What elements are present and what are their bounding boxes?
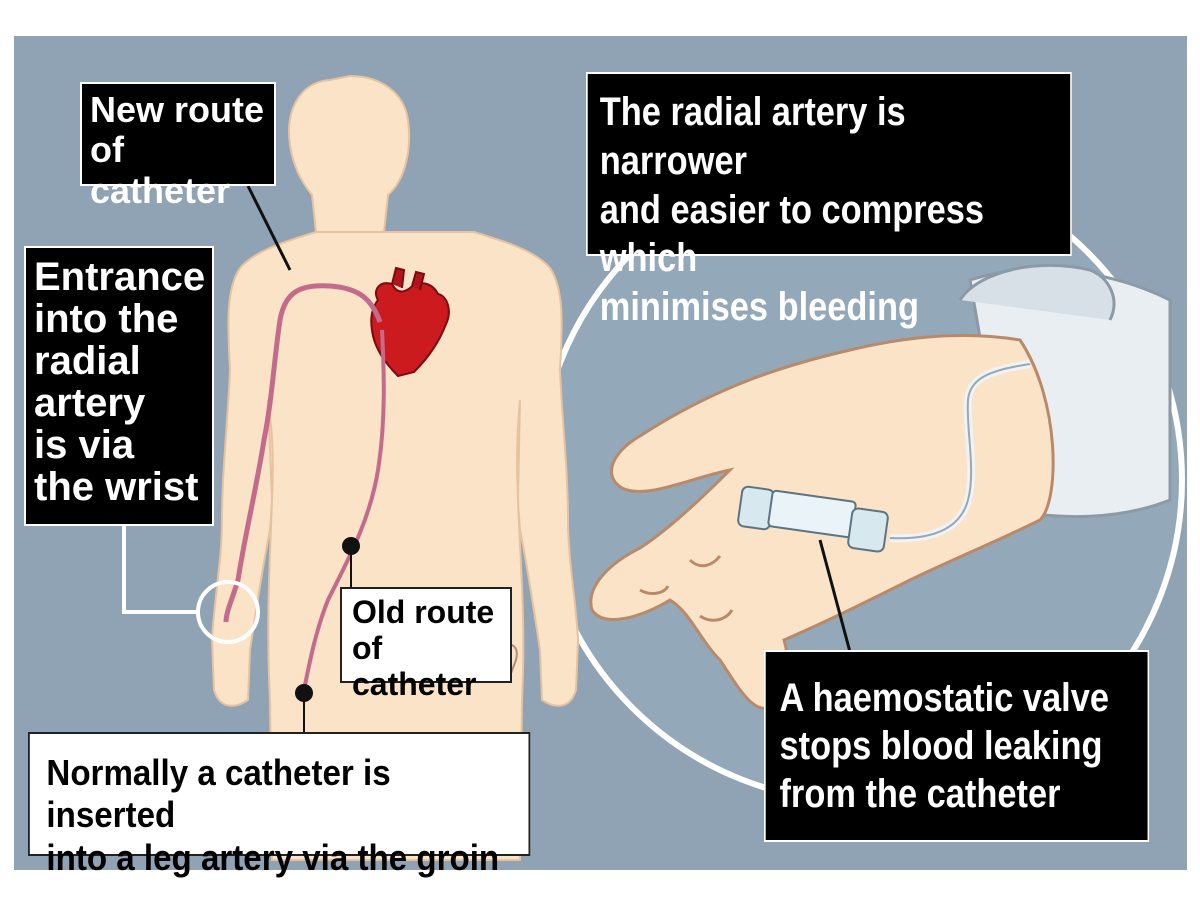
new-route-label: New route of catheter [80, 82, 276, 210]
haemostatic-valve-icon [737, 485, 889, 553]
head [288, 74, 411, 242]
old-catheter-route [302, 329, 386, 691]
new-catheter-route [223, 283, 383, 623]
entrance-label: Entrance into the radial artery is via t… [24, 246, 214, 526]
groin-note: Normally a catheter is inserted into a l… [28, 732, 531, 878]
hand-illustration [589, 263, 1172, 710]
radial-artery-note: The radial artery is narrower and easier… [586, 72, 1072, 329]
valve-note: A haemostatic valve stops blood leaking … [764, 650, 1150, 842]
heart-icon [370, 266, 450, 378]
old-route-label: Old route of catheter [340, 587, 512, 702]
